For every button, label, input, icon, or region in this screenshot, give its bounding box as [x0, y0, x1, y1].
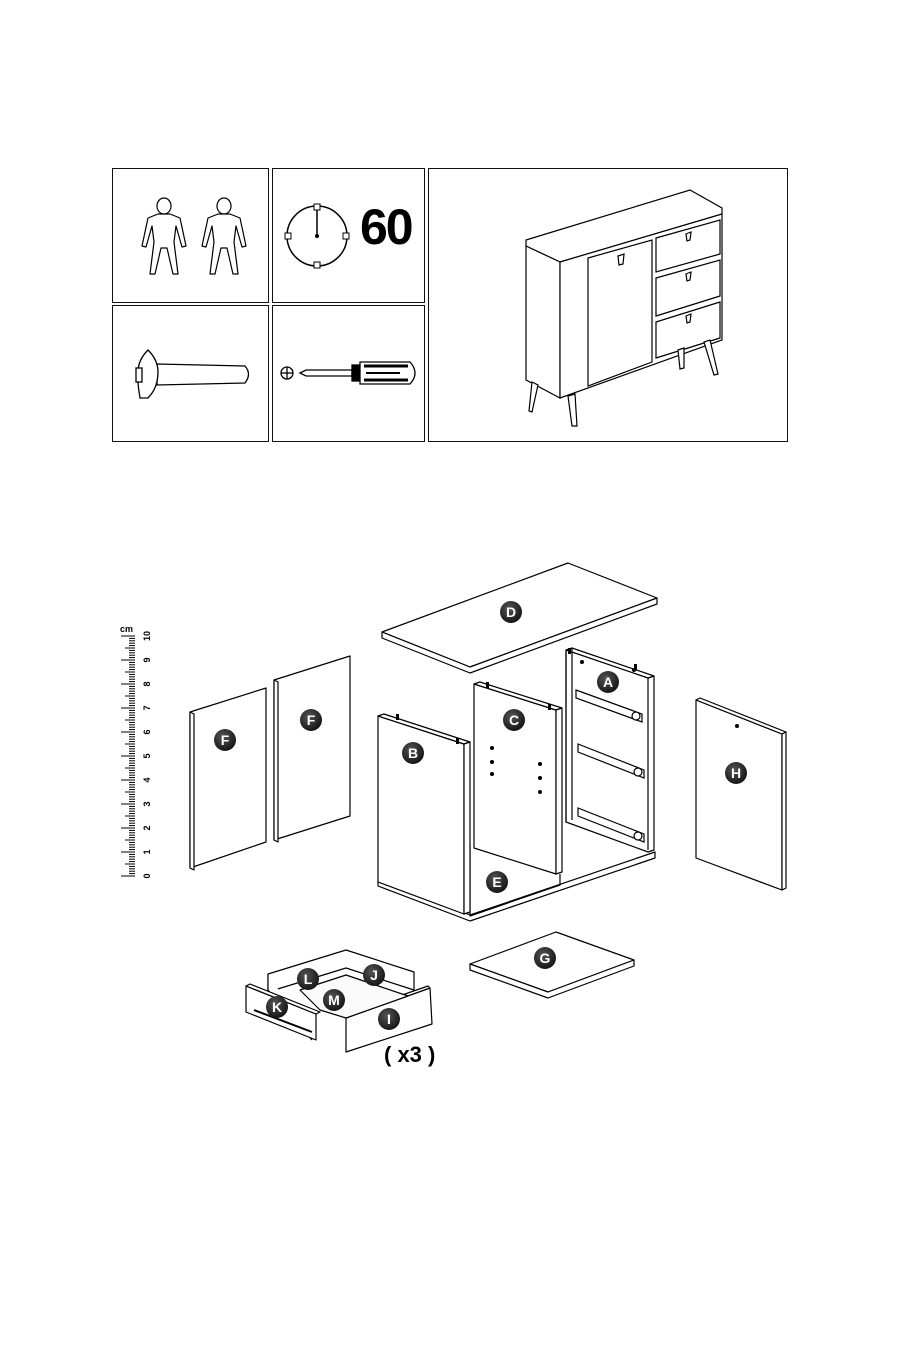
ruler-number: 7	[142, 705, 152, 710]
label-c: C	[503, 709, 525, 731]
label-b: B	[402, 742, 424, 764]
svg-text:J: J	[370, 967, 378, 983]
svg-text:G: G	[540, 950, 551, 966]
label-d: D	[500, 601, 522, 623]
label-e: E	[486, 871, 508, 893]
ruler-number: 2	[142, 825, 152, 830]
svg-text:K: K	[272, 999, 282, 1015]
ruler-number: 8	[142, 681, 152, 686]
svg-text:F: F	[307, 712, 316, 728]
svg-text:F: F	[221, 732, 230, 748]
label-f-right: F	[300, 709, 322, 731]
label-g: G	[534, 947, 556, 969]
label-h: H	[725, 762, 747, 784]
panel-h-right-side	[696, 698, 786, 890]
two-persons-icon	[142, 198, 246, 274]
centimeter-ruler	[121, 634, 135, 876]
svg-text:H: H	[731, 765, 741, 781]
label-j: J	[363, 964, 385, 986]
ruler-number: 1	[142, 849, 152, 854]
ruler-number: 5	[142, 753, 152, 758]
ruler-number: 6	[142, 729, 152, 734]
svg-text:D: D	[506, 604, 516, 620]
label-i: I	[378, 1008, 400, 1030]
svg-text:C: C	[509, 712, 519, 728]
label-k: K	[266, 996, 288, 1018]
label-a: A	[597, 671, 619, 693]
svg-text:L: L	[304, 971, 313, 987]
cabinet-assembled-illustration	[526, 190, 722, 426]
ruler-number: 9	[142, 657, 152, 662]
svg-text:B: B	[408, 745, 418, 761]
ruler-unit: cm	[120, 624, 133, 634]
label-m: M	[323, 989, 345, 1011]
ruler-number: 3	[142, 801, 152, 806]
label-f-left: F	[214, 729, 236, 751]
panel-f-door-left	[190, 688, 266, 870]
phillips-screwdriver-icon	[281, 362, 415, 384]
svg-text:A: A	[603, 674, 613, 690]
drawer-quantity: ( x3 )	[384, 1042, 435, 1068]
svg-text:I: I	[387, 1011, 391, 1027]
panel-f-door-right	[274, 656, 350, 842]
ruler-number: 4	[142, 777, 152, 782]
clock-icon	[285, 204, 349, 268]
ruler-number: 0	[142, 873, 152, 878]
label-l: L	[297, 968, 319, 990]
svg-text:M: M	[328, 992, 340, 1008]
svg-text:E: E	[492, 874, 501, 890]
ruler-number: 10	[142, 631, 152, 641]
hammer-icon	[136, 350, 249, 398]
